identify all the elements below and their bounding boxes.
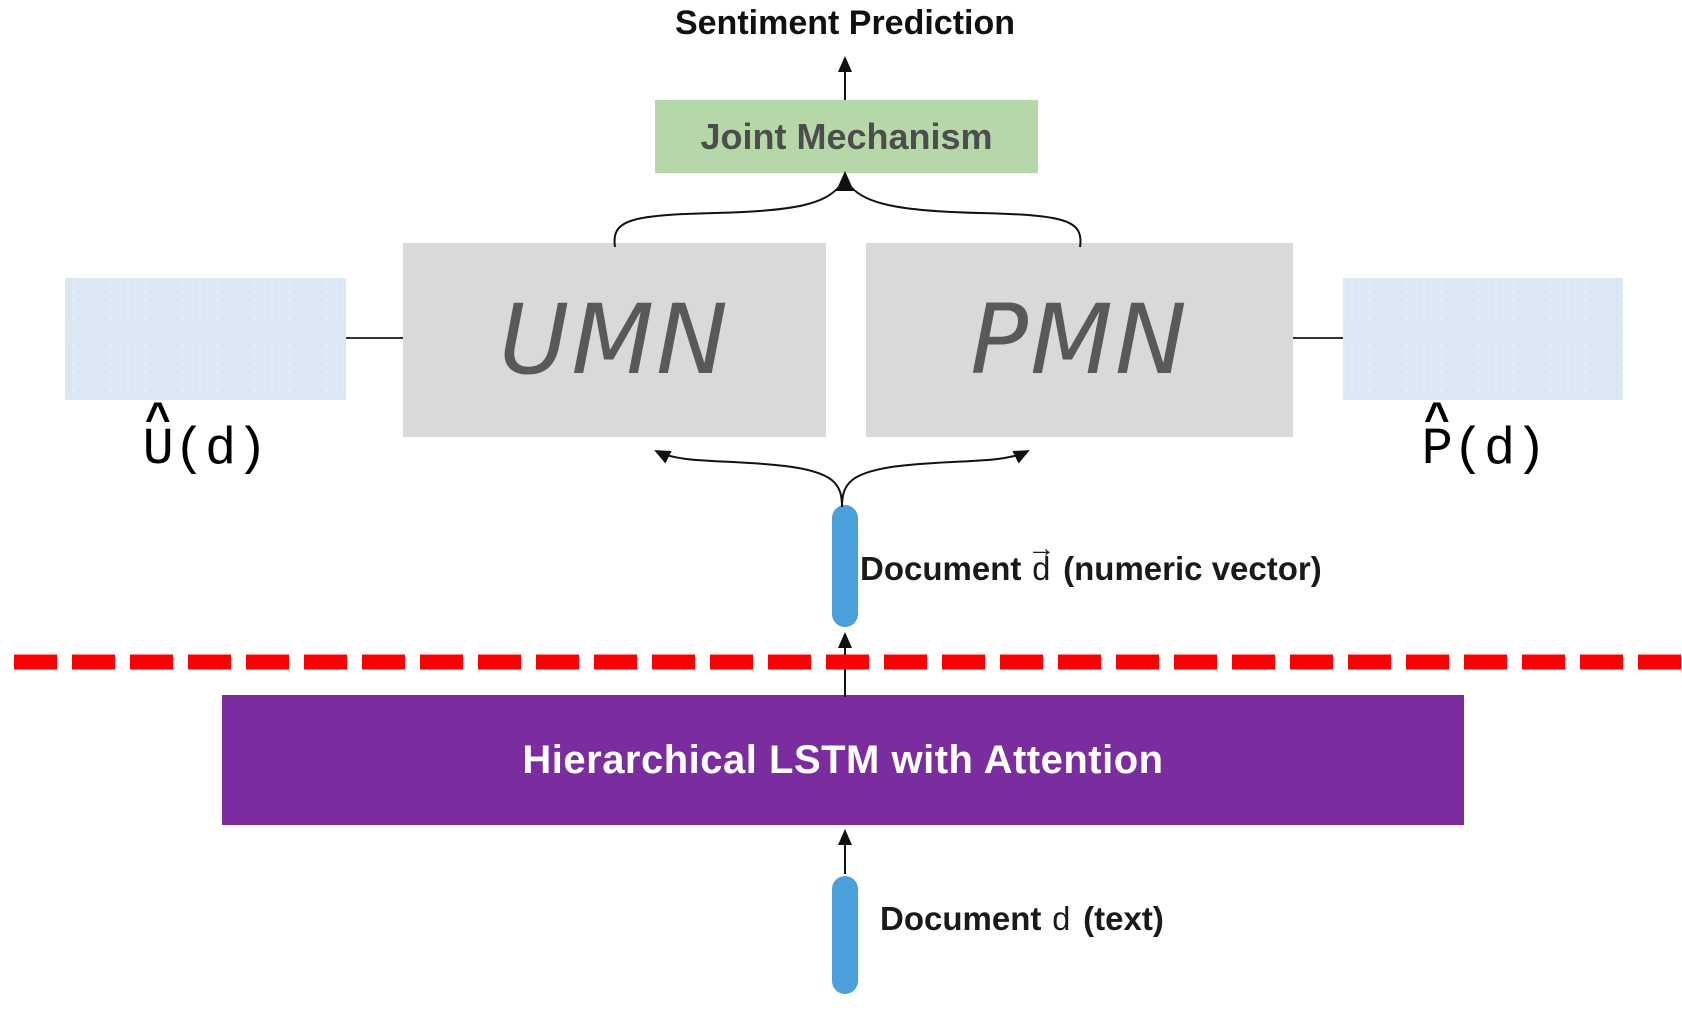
- joint-mechanism-label: Joint Mechanism: [700, 115, 993, 157]
- product-output-box: [1343, 278, 1623, 400]
- document-vector-variable: →d: [1027, 532, 1055, 590]
- document-vector-label: Document →d (numeric vector): [860, 532, 1322, 590]
- document-text-suffix: (text): [1083, 900, 1164, 937]
- umn-label: UMN: [499, 284, 730, 396]
- user-output-box: [65, 278, 346, 400]
- u-letter: U: [142, 420, 174, 479]
- pmn-box: PMN: [866, 243, 1293, 437]
- document-vector-capsule: [832, 505, 858, 627]
- p-hat-accent: ^: [1423, 396, 1451, 447]
- vector-to-umn-curve: [654, 450, 843, 508]
- vector-to-pmn-curve: [841, 450, 1030, 508]
- document-vector-suffix: (numeric vector): [1063, 550, 1322, 587]
- vector-arrow-icon: →: [1027, 532, 1056, 563]
- document-text-label: Document d (text): [880, 900, 1164, 940]
- p-suffix: (d): [1452, 420, 1547, 479]
- document-vector-prefix: Document: [860, 550, 1022, 587]
- merge-arrowhead-icon: [836, 171, 854, 191]
- u-suffix: (d): [173, 420, 268, 479]
- u-hat-d-label: ^U(d): [143, 400, 268, 476]
- document-text-capsule: [832, 876, 858, 994]
- p-letter-wrap: ^P: [1422, 400, 1453, 476]
- document-text-variable: d: [1051, 903, 1072, 940]
- joint-mechanism-box: Joint Mechanism: [655, 100, 1038, 173]
- document-vector-variable-char: d: [1031, 553, 1052, 590]
- u-hat-accent: ^: [144, 396, 172, 447]
- pmn-to-joint-curve: [850, 186, 1082, 248]
- sentiment-prediction-label: Sentiment Prediction: [674, 4, 1016, 42]
- umn-box: UMN: [403, 243, 826, 437]
- hierarchical-lstm-box: Hierarchical LSTM with Attention: [222, 695, 1464, 825]
- p-letter: P: [1421, 420, 1453, 479]
- document-text-prefix: Document: [880, 900, 1042, 937]
- u-letter-wrap: ^U: [143, 400, 174, 476]
- document-text-variable-char: d: [1051, 903, 1072, 940]
- pmn-label: PMN: [970, 284, 1189, 396]
- p-hat-d-label: ^P(d): [1422, 400, 1547, 476]
- umn-to-joint-curve: [613, 186, 840, 248]
- hierarchical-lstm-label: Hierarchical LSTM with Attention: [522, 737, 1164, 782]
